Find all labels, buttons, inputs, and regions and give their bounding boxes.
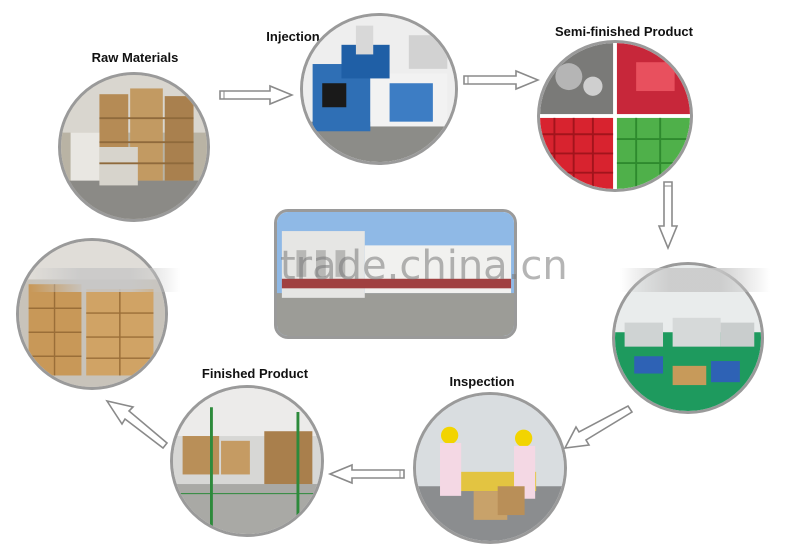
arrow-icon	[563, 404, 634, 449]
label-finished-product: Finished Product	[201, 366, 309, 381]
label-semi-finished-product: Semi-finished Product	[555, 24, 693, 39]
arrow-workshop-to-inspection	[562, 402, 634, 452]
watermark: trade.china.cn	[280, 243, 568, 289]
obscured-band-right	[620, 268, 770, 292]
arrow-icon	[657, 181, 679, 250]
arrow-inspection-to-finished	[326, 463, 406, 485]
finished-product-photo	[170, 385, 324, 537]
label-inspection: Inspection	[449, 374, 515, 389]
arrow-finished-to-packaging	[103, 395, 171, 451]
arrow-raw-to-injection	[218, 84, 294, 106]
arrow-semi-to-workshop	[656, 180, 680, 250]
injection-photo	[300, 13, 458, 165]
raw-materials-photo	[58, 72, 210, 222]
arrow-icon	[219, 84, 294, 106]
label-raw-materials: Raw Materials	[91, 50, 179, 65]
obscured-band-left	[30, 268, 180, 292]
semi-finished-product-photo	[537, 40, 693, 192]
arrow-icon	[327, 463, 405, 485]
label-injection: Injection	[266, 29, 320, 44]
packaging-photo	[16, 238, 168, 390]
arrow-injection-to-semi	[462, 69, 540, 91]
arrow-icon	[105, 399, 169, 450]
inspection-photo	[413, 392, 567, 544]
arrow-icon	[463, 69, 540, 91]
factory-building-photo	[274, 209, 517, 339]
